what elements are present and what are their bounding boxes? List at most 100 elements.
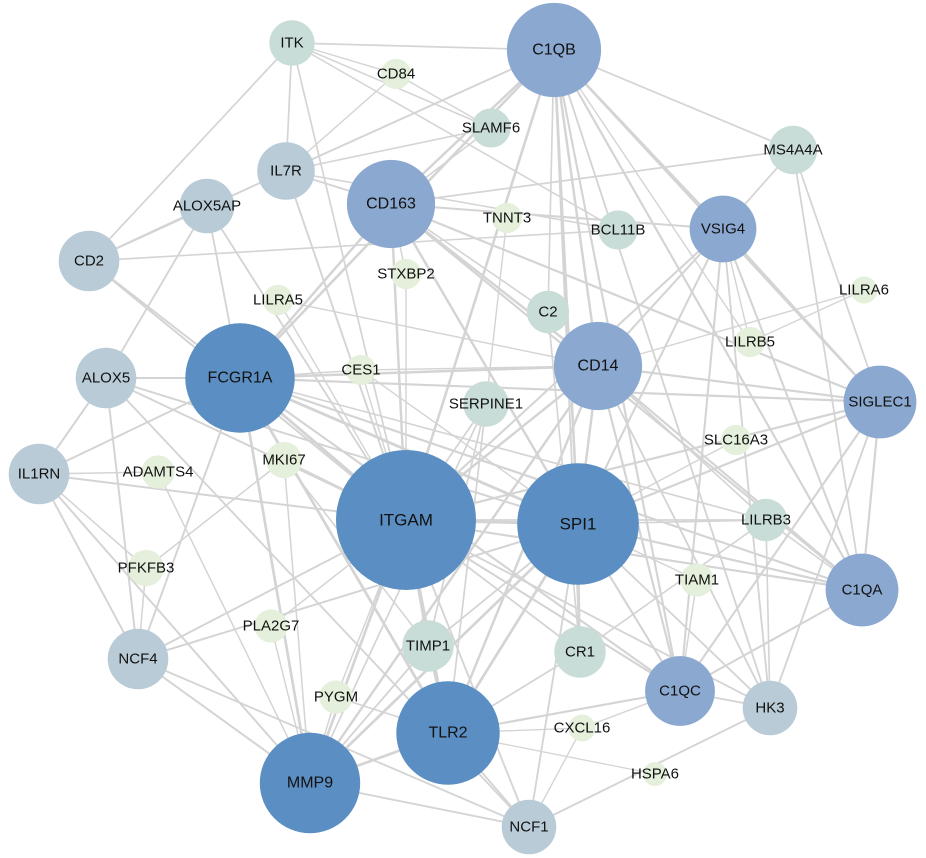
node-alox5ap[interactable]: ALOX5AP <box>173 178 241 234</box>
node-circle-mmp9[interactable] <box>259 732 361 834</box>
node-c1qc[interactable]: C1QC <box>645 656 715 726</box>
node-circle-ces1[interactable] <box>345 354 377 386</box>
node-slamf6[interactable]: SLAMF6 <box>462 108 520 148</box>
node-ces1[interactable]: CES1 <box>341 354 381 386</box>
node-cd2[interactable]: CD2 <box>58 230 120 292</box>
node-circle-cd84[interactable] <box>380 58 412 90</box>
node-label-lilra5: LILRA5 <box>253 292 303 309</box>
node-pla2g7[interactable]: PLA2G7 <box>243 609 300 643</box>
node-circle-lilra6[interactable] <box>850 276 878 304</box>
node-lilrb3[interactable]: LILRB3 <box>741 498 791 542</box>
node-circle-cd14[interactable] <box>553 321 643 411</box>
node-circle-lilra5[interactable] <box>262 284 294 316</box>
node-circle-pygm[interactable] <box>319 680 353 714</box>
node-tlr2[interactable]: TLR2 <box>396 681 500 785</box>
node-serpine1[interactable]: SERPINE1 <box>449 381 523 427</box>
node-slc16a3[interactable]: SLC16A3 <box>704 424 768 456</box>
node-circle-cd163[interactable] <box>346 159 436 249</box>
node-circle-ms4a4a[interactable] <box>768 125 818 175</box>
node-hspa6[interactable]: HSPA6 <box>631 762 679 786</box>
node-circle-itgam[interactable] <box>336 450 476 590</box>
node-circle-itk[interactable] <box>269 20 315 66</box>
node-circle-ncf1[interactable] <box>501 799 557 855</box>
edge-mmp9-il1rn <box>38 473 311 784</box>
node-circle-tlr2[interactable] <box>396 681 500 785</box>
node-c1qa[interactable]: C1QA <box>825 553 899 627</box>
node-circle-alox5[interactable] <box>75 347 137 409</box>
node-cd84[interactable]: CD84 <box>377 58 415 90</box>
node-circle-tnnt3[interactable] <box>491 202 523 234</box>
node-siglec1[interactable]: SIGLEC1 <box>843 365 917 439</box>
node-tnnt3[interactable]: TNNT3 <box>483 202 531 234</box>
node-cxcl16[interactable]: CXCL16 <box>554 714 611 742</box>
node-circle-il1rn[interactable] <box>8 443 70 505</box>
node-circle-alox5ap[interactable] <box>179 178 235 234</box>
node-circle-fcgr1a[interactable] <box>185 323 295 433</box>
node-circle-spi1[interactable] <box>517 463 639 585</box>
node-lilra6[interactable]: LILRA6 <box>839 276 889 304</box>
node-circle-hspa6[interactable] <box>643 762 667 786</box>
node-circle-lilrb3[interactable] <box>744 498 788 542</box>
node-label-pla2g7: PLA2G7 <box>243 618 300 635</box>
node-circle-il7r[interactable] <box>257 142 315 200</box>
node-circle-slamf6[interactable] <box>471 108 511 148</box>
node-vsig4[interactable]: VSIG4 <box>689 195 757 263</box>
node-circle-ncf4[interactable] <box>107 628 169 690</box>
node-mmp9[interactable]: MMP9 <box>259 732 361 834</box>
node-circle-pfkfb3[interactable] <box>127 549 165 587</box>
node-label-slc16a3: SLC16A3 <box>704 432 768 449</box>
node-cd14[interactable]: CD14 <box>553 321 643 411</box>
node-bcl11b[interactable]: BCL11B <box>591 210 646 250</box>
node-ms4a4a[interactable]: MS4A4A <box>763 125 823 175</box>
node-pfkfb3[interactable]: PFKFB3 <box>118 549 175 587</box>
node-itgam[interactable]: ITGAM <box>336 450 476 590</box>
node-label-il1rn: IL1RN <box>18 466 61 483</box>
node-circle-vsig4[interactable] <box>689 195 757 263</box>
node-lilra5[interactable]: LILRA5 <box>253 284 303 316</box>
edge-mki67-pfkfb3 <box>145 459 285 569</box>
node-cd163[interactable]: CD163 <box>346 159 436 249</box>
node-mki67[interactable]: MKI67 <box>262 441 306 479</box>
node-c2[interactable]: C2 <box>526 290 570 334</box>
node-circle-mki67[interactable] <box>265 441 303 479</box>
node-stxbp2[interactable]: STXBP2 <box>377 258 435 290</box>
node-circle-lilrb5[interactable] <box>734 326 766 358</box>
node-circle-cr1[interactable] <box>554 626 606 678</box>
node-c1qb[interactable]: C1QB <box>506 2 602 98</box>
node-label-ncf4: NCF4 <box>118 651 157 668</box>
node-lilrb5[interactable]: LILRB5 <box>725 326 775 358</box>
node-circle-bcl11b[interactable] <box>598 210 638 250</box>
node-circle-serpine1[interactable] <box>463 381 509 427</box>
node-circle-cd2[interactable] <box>58 230 120 292</box>
node-circle-c1qc[interactable] <box>645 656 715 726</box>
node-fcgr1a[interactable]: FCGR1A <box>185 323 295 433</box>
node-spi1[interactable]: SPI1 <box>517 463 639 585</box>
node-cr1[interactable]: CR1 <box>554 626 606 678</box>
node-circle-slc16a3[interactable] <box>720 424 752 456</box>
edge-cd14-hk3 <box>597 365 771 709</box>
node-circle-stxbp2[interactable] <box>390 258 422 290</box>
node-label-siglec1: SIGLEC1 <box>848 394 911 411</box>
node-circle-siglec1[interactable] <box>843 365 917 439</box>
node-adamts4[interactable]: ADAMTS4 <box>123 455 194 489</box>
node-itk[interactable]: ITK <box>269 20 315 66</box>
node-il7r[interactable]: IL7R <box>257 142 315 200</box>
node-circle-adamts4[interactable] <box>141 455 175 489</box>
node-pygm[interactable]: PYGM <box>314 680 358 714</box>
node-ncf4[interactable]: NCF4 <box>107 628 169 690</box>
node-tiam1[interactable]: TIAM1 <box>675 563 719 597</box>
node-circle-timp1[interactable] <box>402 620 454 672</box>
node-circle-tiam1[interactable] <box>680 563 714 597</box>
edge-c1qb-il7r <box>285 49 555 172</box>
node-hk3[interactable]: HK3 <box>742 680 798 736</box>
node-circle-pla2g7[interactable] <box>254 609 288 643</box>
node-alox5[interactable]: ALOX5 <box>75 347 137 409</box>
node-circle-hk3[interactable] <box>742 680 798 736</box>
node-timp1[interactable]: TIMP1 <box>402 620 454 672</box>
node-ncf1[interactable]: NCF1 <box>501 799 557 855</box>
node-il1rn[interactable]: IL1RN <box>8 443 70 505</box>
node-circle-c1qb[interactable] <box>506 2 602 98</box>
node-circle-c2[interactable] <box>526 290 570 334</box>
node-circle-cxcl16[interactable] <box>568 714 596 742</box>
node-circle-c1qa[interactable] <box>825 553 899 627</box>
